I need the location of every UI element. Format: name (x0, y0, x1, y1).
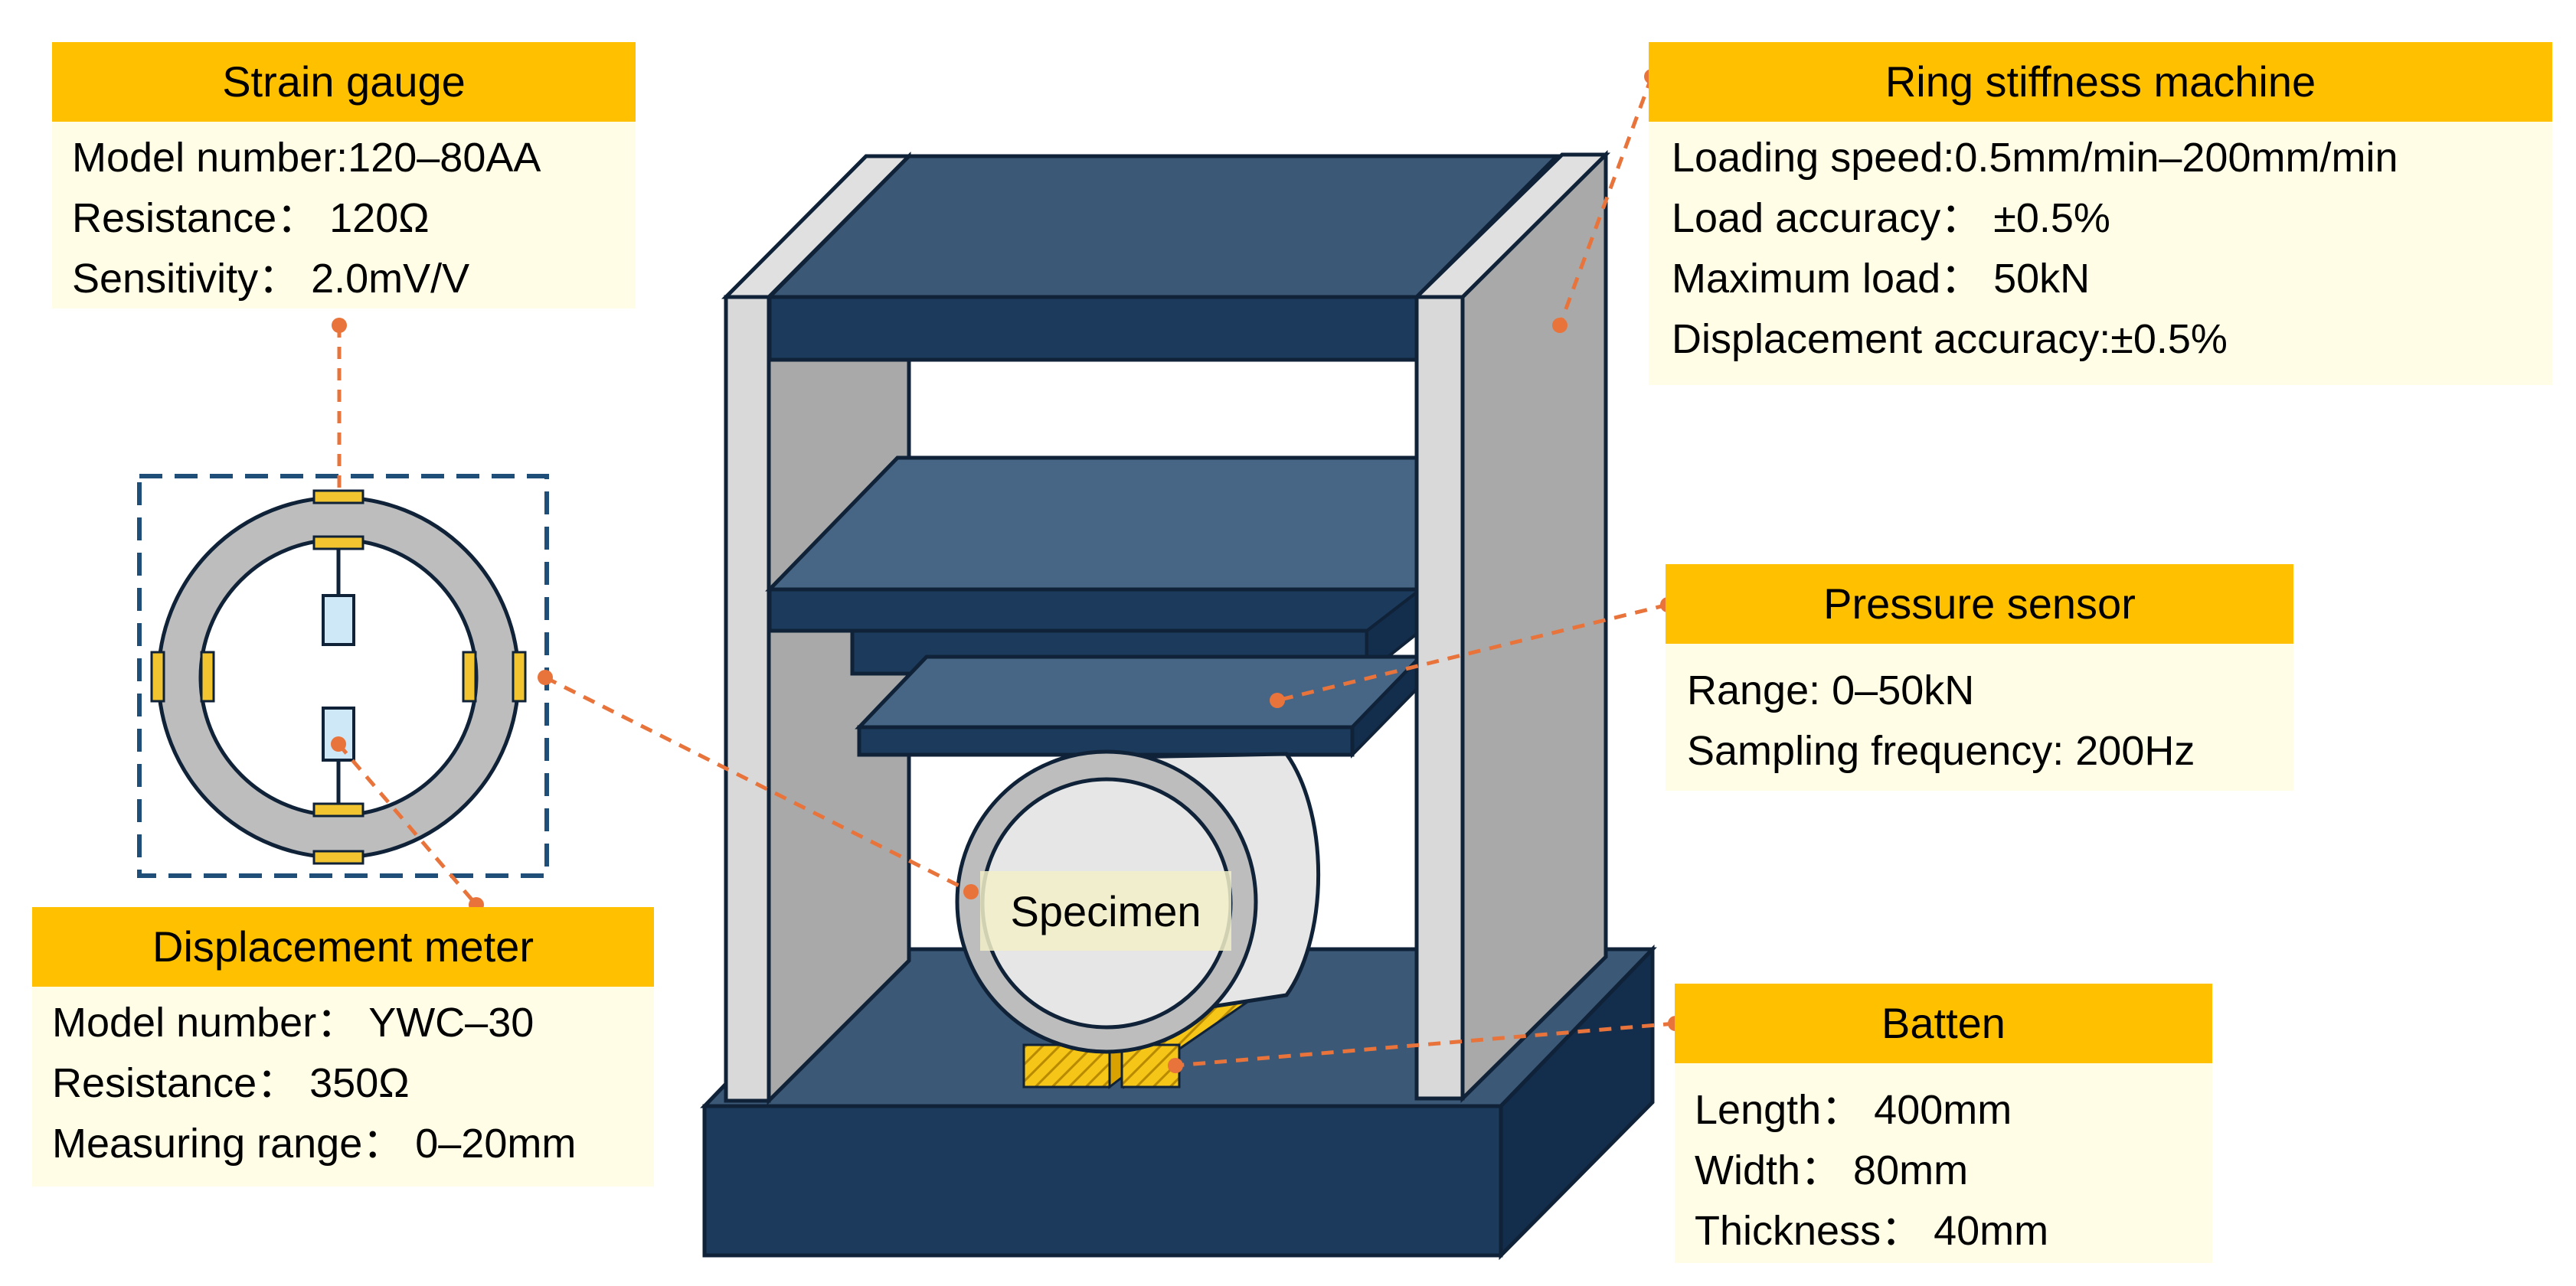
batten-spec: Length： 400mm (1695, 1087, 2012, 1133)
strain-gauge-spec: Model number:120–80AA (72, 135, 541, 181)
machine-spec: Load accuracy： ±0.5% (1672, 195, 2110, 241)
batten-spec: Thickness： 40mm (1695, 1208, 2049, 1254)
right-column (1411, 149, 1611, 1103)
specimen-label: Specimen (1010, 887, 1201, 935)
machine-spec: Displacement accuracy:±0.5% (1672, 316, 2228, 362)
leader-lines (337, 76, 1676, 1068)
ring-stiffness-machine-title: Ring stiffness machine (1649, 42, 2552, 122)
strain-gauge-marks (150, 489, 527, 865)
displacement-meter-callout: Displacement meter Model number： YWC–30 … (32, 907, 654, 1186)
strain-gauge-callout: Strain gauge Model number:120–80AA Resis… (52, 42, 636, 308)
machine-spec: Maximum load： 50kN (1672, 256, 2091, 302)
displacement-meter-spec: Resistance： 350Ω (52, 1060, 410, 1106)
specimen-pipe (955, 749, 1321, 1054)
pressure-sensor (855, 653, 1425, 759)
specimen-label-bg (980, 871, 1231, 951)
ring-diagram (137, 474, 549, 878)
batten-callout: Batten Length： 400mm Width： 80mm Thickne… (1675, 984, 2212, 1263)
displacement-meter-glyph (322, 549, 355, 804)
displacement-meter-spec: Measuring range： 0–20mm (52, 1121, 577, 1167)
pressure-sensor-spec: Range: 0–50kN (1687, 667, 1975, 713)
batten-title: Batten (1675, 984, 2212, 1063)
strain-gauge-title: Strain gauge (52, 42, 636, 122)
top-plate (765, 154, 1562, 362)
pressure-sensor-spec: Sampling frequency: 200Hz (1687, 728, 2195, 774)
machine-spec: Loading speed:0.5mm/min–200mm/min (1672, 135, 2398, 181)
ring-stiffness-machine-callout: Ring stiffness machine Loading speed:0.5… (1649, 42, 2552, 385)
displacement-meter-spec: Model number： YWC–30 (52, 1000, 534, 1046)
strain-gauge-spec: Resistance： 120Ω (72, 195, 430, 241)
pressure-sensor-callout: Pressure sensor Range: 0–50kN Sampling f… (1666, 564, 2293, 791)
strain-gauge-spec: Sensitivity： 2.0mV/V (72, 256, 470, 302)
batten-spec: Width： 80mm (1695, 1147, 1969, 1193)
crosshead (765, 455, 1423, 677)
displacement-meter-title: Displacement meter (32, 907, 654, 987)
pressure-sensor-title: Pressure sensor (1666, 564, 2293, 644)
